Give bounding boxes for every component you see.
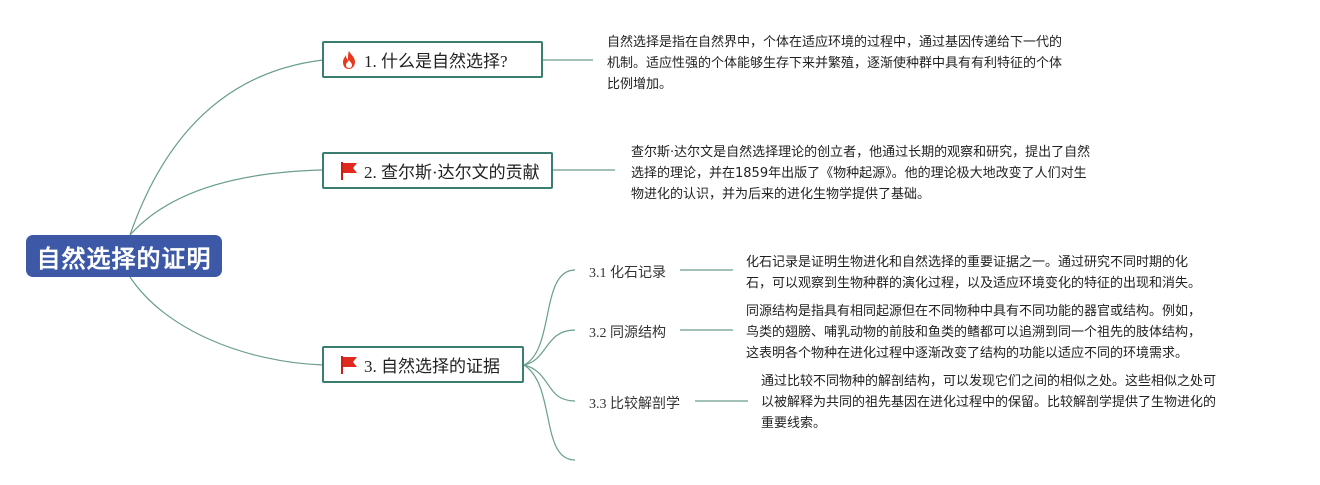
red-flag-icon xyxy=(338,160,360,182)
root-title: 自然选择的证明 xyxy=(36,244,212,273)
topic-label: 1. 什么是自然选择? xyxy=(364,52,508,71)
root-topic[interactable]: 自然选择的证明 xyxy=(26,235,222,277)
red-flag-icon xyxy=(338,354,360,376)
topic-evidence[interactable]: 3. 自然选择的证据 xyxy=(322,346,524,383)
subtopic-comparative-anatomy[interactable]: 3.3 比较解剖学 xyxy=(589,397,680,412)
connector-topic3-extra xyxy=(523,364,576,461)
connector-root-topic-2 xyxy=(129,169,324,236)
connector-topic3-sub-2 xyxy=(523,329,576,366)
subtopic-fossil-record[interactable]: 3.1 化石记录 xyxy=(589,266,666,281)
topic-label: 3. 自然选择的证据 xyxy=(364,357,500,376)
subtopic-1-description: 化石记录是证明生物进化和自然选择的重要证据之一。通过研究不同时期的化 石，可以观… xyxy=(746,255,1202,291)
connector-topic3-sub-3 xyxy=(523,364,576,402)
fire-icon xyxy=(338,49,360,71)
topic-label: 2. 查尔斯·达尔文的贡献 xyxy=(364,163,540,182)
connector-topic3-sub-1 xyxy=(523,269,576,366)
subtopic-homologous-structures[interactable]: 3.2 同源结构 xyxy=(589,326,666,341)
topic-1-description: 自然选择是指在自然界中，个体在适应环境的过程中，通过基因传递给下一代的 机制。适… xyxy=(607,35,1063,92)
topic-2-description: 查尔斯·达尔文是自然选择理论的创立者，他通过长期的观察和研究，提出了自然 选择的… xyxy=(631,145,1091,202)
subtopic-3-description: 通过比较不同物种的解剖结构，可以发现它们之间的相似之处。这些相似之处可 以被解释… xyxy=(761,374,1217,431)
topic-darwin-contribution[interactable]: 2. 查尔斯·达尔文的贡献 xyxy=(322,152,553,189)
topic-what-is-natural-selection[interactable]: 1. 什么是自然选择? xyxy=(322,41,543,78)
connector-root-topic-3 xyxy=(129,276,324,366)
subtopic-2-description: 同源结构是指具有相同起源但在不同物种中具有不同功能的器官或结构。例如， 鸟类的翅… xyxy=(746,304,1202,361)
connector-root-topic-1 xyxy=(129,59,324,236)
